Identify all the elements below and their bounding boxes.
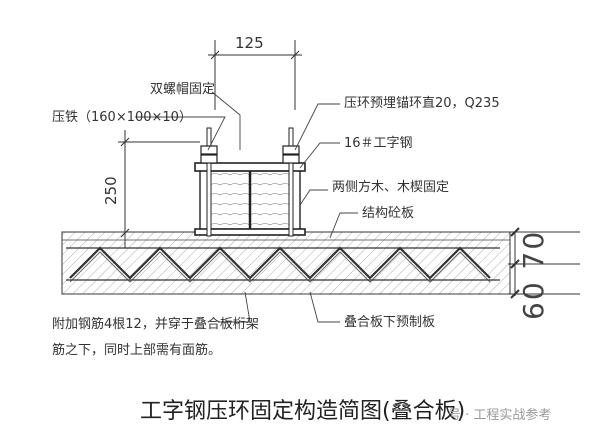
dim-60-70: 60 70 bbox=[517, 229, 550, 320]
dim-250: 250 bbox=[102, 176, 120, 205]
label-timber-wedge: 两侧方木、木楔固定 bbox=[332, 180, 450, 195]
leader-lines bbox=[135, 91, 358, 323]
left-dimension bbox=[118, 130, 200, 248]
note-rebar-line1: 附加钢筋4根12，并穿于叠合板桁架 bbox=[52, 317, 259, 332]
label-precast-bottom: 叠合板下预制板 bbox=[344, 315, 436, 330]
label-ring-anchor: 压环预埋锚环直20，Q235 bbox=[344, 96, 500, 111]
label-i-beam: 16＃工字钢 bbox=[344, 136, 413, 151]
watermark-text: 号 · 工程实战参考 bbox=[448, 408, 552, 423]
label-structural-slab: 结构砼板 bbox=[362, 206, 415, 221]
drawing-title: 工字钢压环固定构造简图(叠合板) bbox=[140, 399, 466, 424]
composite-slab bbox=[61, 231, 511, 295]
right-dimension bbox=[508, 227, 580, 299]
top-dimension bbox=[208, 40, 302, 110]
anchor-bolts bbox=[200, 127, 300, 237]
note-rebar-line2: 筋之下，同时上部需有面筋。 bbox=[52, 343, 222, 358]
i-beam-assembly bbox=[194, 162, 306, 236]
label-press-iron: 压铁（160×100×10） bbox=[52, 110, 192, 125]
label-double-nut: 双螺帽固定 bbox=[150, 82, 216, 97]
dim-125: 125 bbox=[235, 34, 264, 52]
